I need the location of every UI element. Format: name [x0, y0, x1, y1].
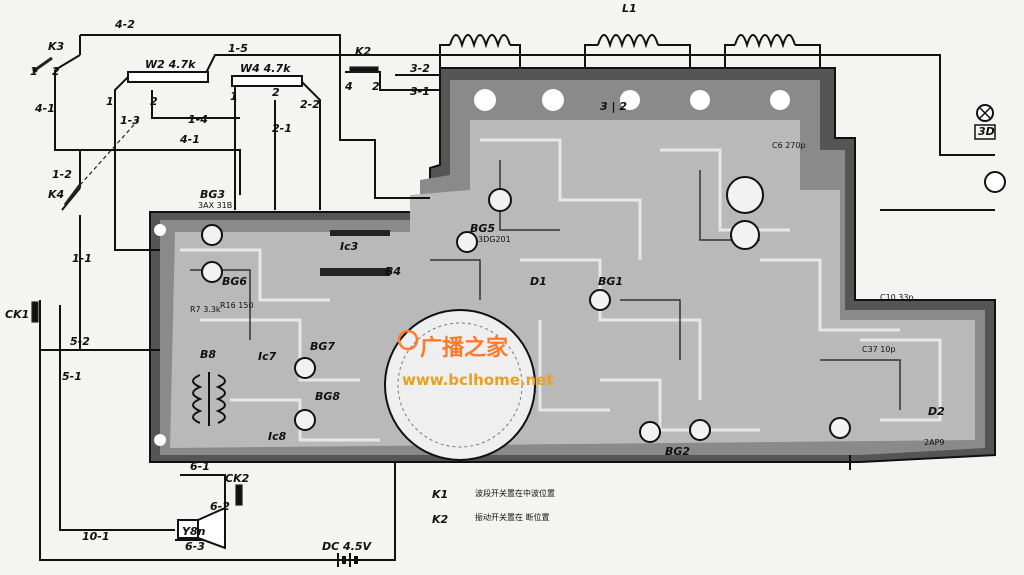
switches [31, 56, 379, 506]
label-bg5-model: 3DG201 [478, 235, 511, 244]
battery [337, 553, 358, 567]
label-k3: K3 [48, 40, 65, 53]
pin-k2-2: 2 [372, 80, 380, 93]
label-k4: K4 [48, 188, 64, 201]
label-c10: C10 33p [880, 293, 914, 302]
wire-1-1: 1-1 [72, 252, 92, 265]
label-ck1: CK1 [5, 308, 29, 321]
pin-w4-1: 1 [230, 90, 238, 103]
label-bg6: BG6 [222, 275, 247, 288]
label-ck2: CK2 [225, 472, 250, 485]
label-l1: L1 [622, 2, 637, 15]
pin-k3-1: 1 [30, 65, 38, 78]
wire-4-1b: 4-1 [179, 133, 200, 146]
pcb-board [149, 67, 996, 463]
label-d2: D2 [928, 405, 945, 418]
wire-6-1: 6-1 [190, 460, 210, 473]
label-bg1: BG1 [598, 275, 623, 288]
pin-w2-1: 1 [106, 95, 114, 108]
wire-6-3: 6-3 [185, 540, 205, 553]
wire-3-1: 3-1 [410, 85, 430, 98]
label-b4: B4 [385, 265, 401, 278]
wire-5-1: 5-1 [62, 370, 82, 383]
label-bg5: BG5 [470, 222, 495, 235]
label-d1: D1 [530, 275, 547, 288]
label-c37: C37 10p [862, 345, 896, 354]
pin-k3-2: 2 [52, 65, 60, 78]
potentiometers [127, 71, 303, 87]
wire-1-2: 1-2 [52, 168, 72, 181]
speaker [177, 506, 226, 550]
watermark-cn: 广播之家 [420, 335, 509, 361]
wire-1-5: 1-5 [228, 42, 248, 55]
component-labels: K3 K2 K4 CK1 CK2 W2 4.7k W4 4.7k L1 B8 B… [5, 2, 995, 553]
label-ic7: Ic7 [258, 350, 277, 363]
label-tx: 3 | 2 [600, 100, 627, 113]
label-2ap9: 2AP9 [924, 438, 944, 447]
watermark-url: www.bclhome.net [402, 371, 554, 389]
label-ic3: Ic3 [340, 240, 359, 253]
label-c6: C6 270p [772, 141, 806, 150]
wiring [39, 34, 995, 561]
legend: K1 波段开关置在中波位置 K2 振动开关置在 断位置 [432, 488, 555, 526]
wire-2-2: 2-2 [300, 98, 320, 111]
label-bg2: BG2 [665, 445, 690, 458]
label-w4: W4 4.7k [240, 62, 291, 75]
label-bg7: BG7 [310, 340, 335, 353]
legend-k1-text: 波段开关置在中波位置 [475, 488, 555, 498]
wire-5-2: 5-2 [70, 335, 90, 348]
wire-6-2: 6-2 [210, 500, 230, 513]
label-w2: W2 4.7k [145, 58, 196, 71]
label-bg3-model: 3AX 31B [198, 201, 232, 210]
wire-1-3: 1-3 [120, 114, 140, 127]
label-bg8: BG8 [315, 390, 340, 403]
legend-k1-key: K1 [432, 488, 448, 501]
legend-k2-key: K2 [432, 513, 449, 526]
label-b8: B8 [200, 348, 216, 361]
wire-1-4: 1-4 [188, 113, 208, 126]
label-ysn: Y8n [182, 525, 206, 538]
pin-k2-4: 4 [344, 80, 353, 93]
l1-coils [439, 34, 821, 68]
watermark: 广播之家 www.bclhome.net [397, 329, 554, 389]
label-r7: R7 3.3k [190, 305, 221, 314]
label-dc: DC 4.5V [322, 540, 373, 553]
legend-k2-text: 振动开关置在 断位置 [475, 512, 550, 522]
wire-2-1: 2-1 [272, 122, 292, 135]
wire-3-2: 3-2 [410, 62, 430, 75]
lamp-3d [974, 104, 1006, 193]
wire-10-1: 10-1 [82, 530, 110, 543]
wire-labels: 4-2 4-1 4-1 1-3 1-4 1-5 1-2 1-1 2-1 2-2 … [30, 18, 430, 553]
wire-4-1a: 4-1 [34, 102, 55, 115]
label-r16: R16 150 [220, 301, 254, 310]
label-3d: 3D [978, 125, 995, 138]
label-k2: K2 [355, 45, 372, 58]
label-ic8: Ic8 [268, 430, 287, 443]
transformer-b8 [192, 372, 226, 426]
wire-4-2: 4-2 [114, 18, 135, 31]
pin-w4-2: 2 [272, 86, 280, 99]
label-bg3: BG3 [200, 188, 225, 201]
pin-w2-2: 2 [150, 95, 158, 108]
